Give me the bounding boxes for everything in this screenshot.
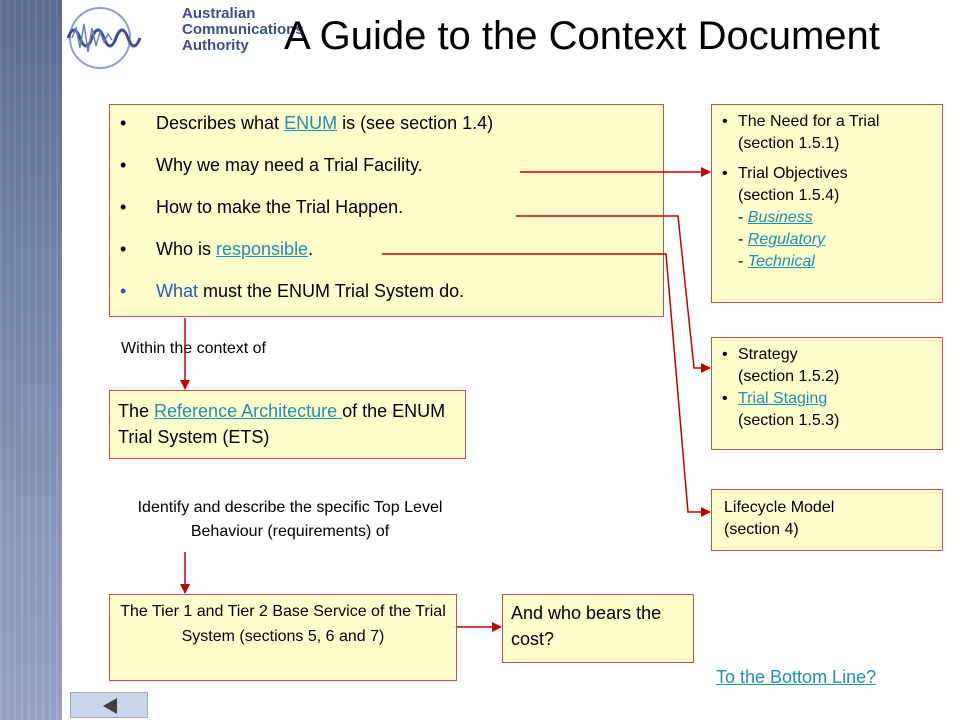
- back-arrow-icon: [103, 698, 117, 714]
- what-text: What: [156, 281, 199, 301]
- strategy-title: Strategy: [738, 346, 798, 363]
- overview-text: is (see section 1.4): [337, 113, 494, 133]
- overview-text: Who is: [156, 239, 217, 259]
- overview-item-who: • Who is responsible.: [120, 239, 314, 259]
- objectives-item: • Trial Objectives (section 1.5.4) - Bus…: [722, 163, 936, 273]
- page-title: A Guide to the Context Document: [284, 14, 880, 58]
- back-button[interactable]: [70, 692, 148, 718]
- objective-business: - Business: [738, 209, 813, 226]
- technical-link[interactable]: Technical: [747, 253, 815, 270]
- need-title: The Need for a Trial: [738, 113, 880, 130]
- lifecycle-section: (section 4): [724, 521, 799, 538]
- objective-technical: - Technical: [738, 253, 815, 270]
- decorative-sidebar: [0, 0, 62, 720]
- identify-label: Identify and describe the specific Top L…: [137, 499, 443, 540]
- overview-text: Describes what: [156, 113, 285, 133]
- overview-item-enum: • Describes what ENUM is (see section 1.…: [120, 113, 494, 133]
- logo-wave-icon: [66, 7, 142, 69]
- logo-line-3: Authority: [182, 37, 249, 54]
- reference-architecture-box: The Reference Architecture of the ENUM T…: [109, 390, 466, 459]
- logo-text: Australian Communications Authority: [182, 6, 304, 54]
- overview-list: • Describes what ENUM is (see section 1.…: [120, 113, 663, 323]
- within-context-label: Within the context of: [121, 340, 266, 357]
- overview-text: must the ENUM Trial System do.: [198, 281, 465, 301]
- tier-service-box: The Tier 1 and Tier 2 Base Service of th…: [109, 594, 457, 681]
- overview-text: .: [308, 239, 314, 259]
- strategy-box: • Strategy (section 1.5.2) • Trial Stagi…: [711, 337, 943, 450]
- overview-item-how: • How to make the Trial Happen.: [120, 197, 404, 217]
- need-item: • The Need for a Trial (section 1.5.1): [722, 111, 936, 155]
- overview-item-what: • What must the ENUM Trial System do.: [120, 281, 465, 301]
- lifecycle-title: Lifecycle Model: [724, 499, 835, 516]
- staging-section: (section 1.5.3): [738, 412, 840, 429]
- need-for-trial-box: • The Need for a Trial (section 1.5.1) •…: [711, 104, 943, 303]
- main-overview-box: • Describes what ENUM is (see section 1.…: [109, 104, 664, 317]
- lifecycle-box: Lifecycle Model (section 4): [711, 489, 943, 551]
- logo-line-2: Communications: [182, 21, 304, 38]
- strategy-item: • Strategy (section 1.5.2): [722, 344, 936, 388]
- aca-logo: Australian Communications Authority: [64, 2, 304, 74]
- trial-staging-link[interactable]: Trial Staging: [738, 390, 828, 407]
- overview-item-why: • Why we may need a Trial Facility.: [120, 155, 423, 175]
- objectives-title: Trial Objectives: [738, 165, 848, 182]
- need-section: (section 1.5.1): [738, 135, 840, 152]
- business-link[interactable]: Business: [747, 209, 813, 226]
- bottom-line-link[interactable]: To the Bottom Line?: [716, 667, 877, 687]
- responsible-link[interactable]: responsible: [216, 239, 309, 259]
- reference-architecture-link[interactable]: Reference Architecture: [154, 401, 343, 421]
- strategy-section: (section 1.5.2): [738, 368, 840, 385]
- staging-item: • Trial Staging (section 1.5.3): [722, 388, 936, 432]
- objectives-section: (section 1.5.4): [738, 187, 840, 204]
- cost-box: And who bears the cost?: [502, 594, 694, 663]
- ref-text: The: [118, 401, 155, 421]
- regulatory-link[interactable]: Regulatory: [747, 231, 826, 248]
- logo-line-1: Australian: [182, 5, 256, 22]
- enum-link[interactable]: ENUM: [284, 113, 338, 133]
- overview-text: Why we may need a Trial Facility.: [156, 155, 423, 175]
- overview-text: How to make the Trial Happen.: [156, 197, 404, 217]
- objective-regulatory: - Regulatory: [738, 231, 826, 248]
